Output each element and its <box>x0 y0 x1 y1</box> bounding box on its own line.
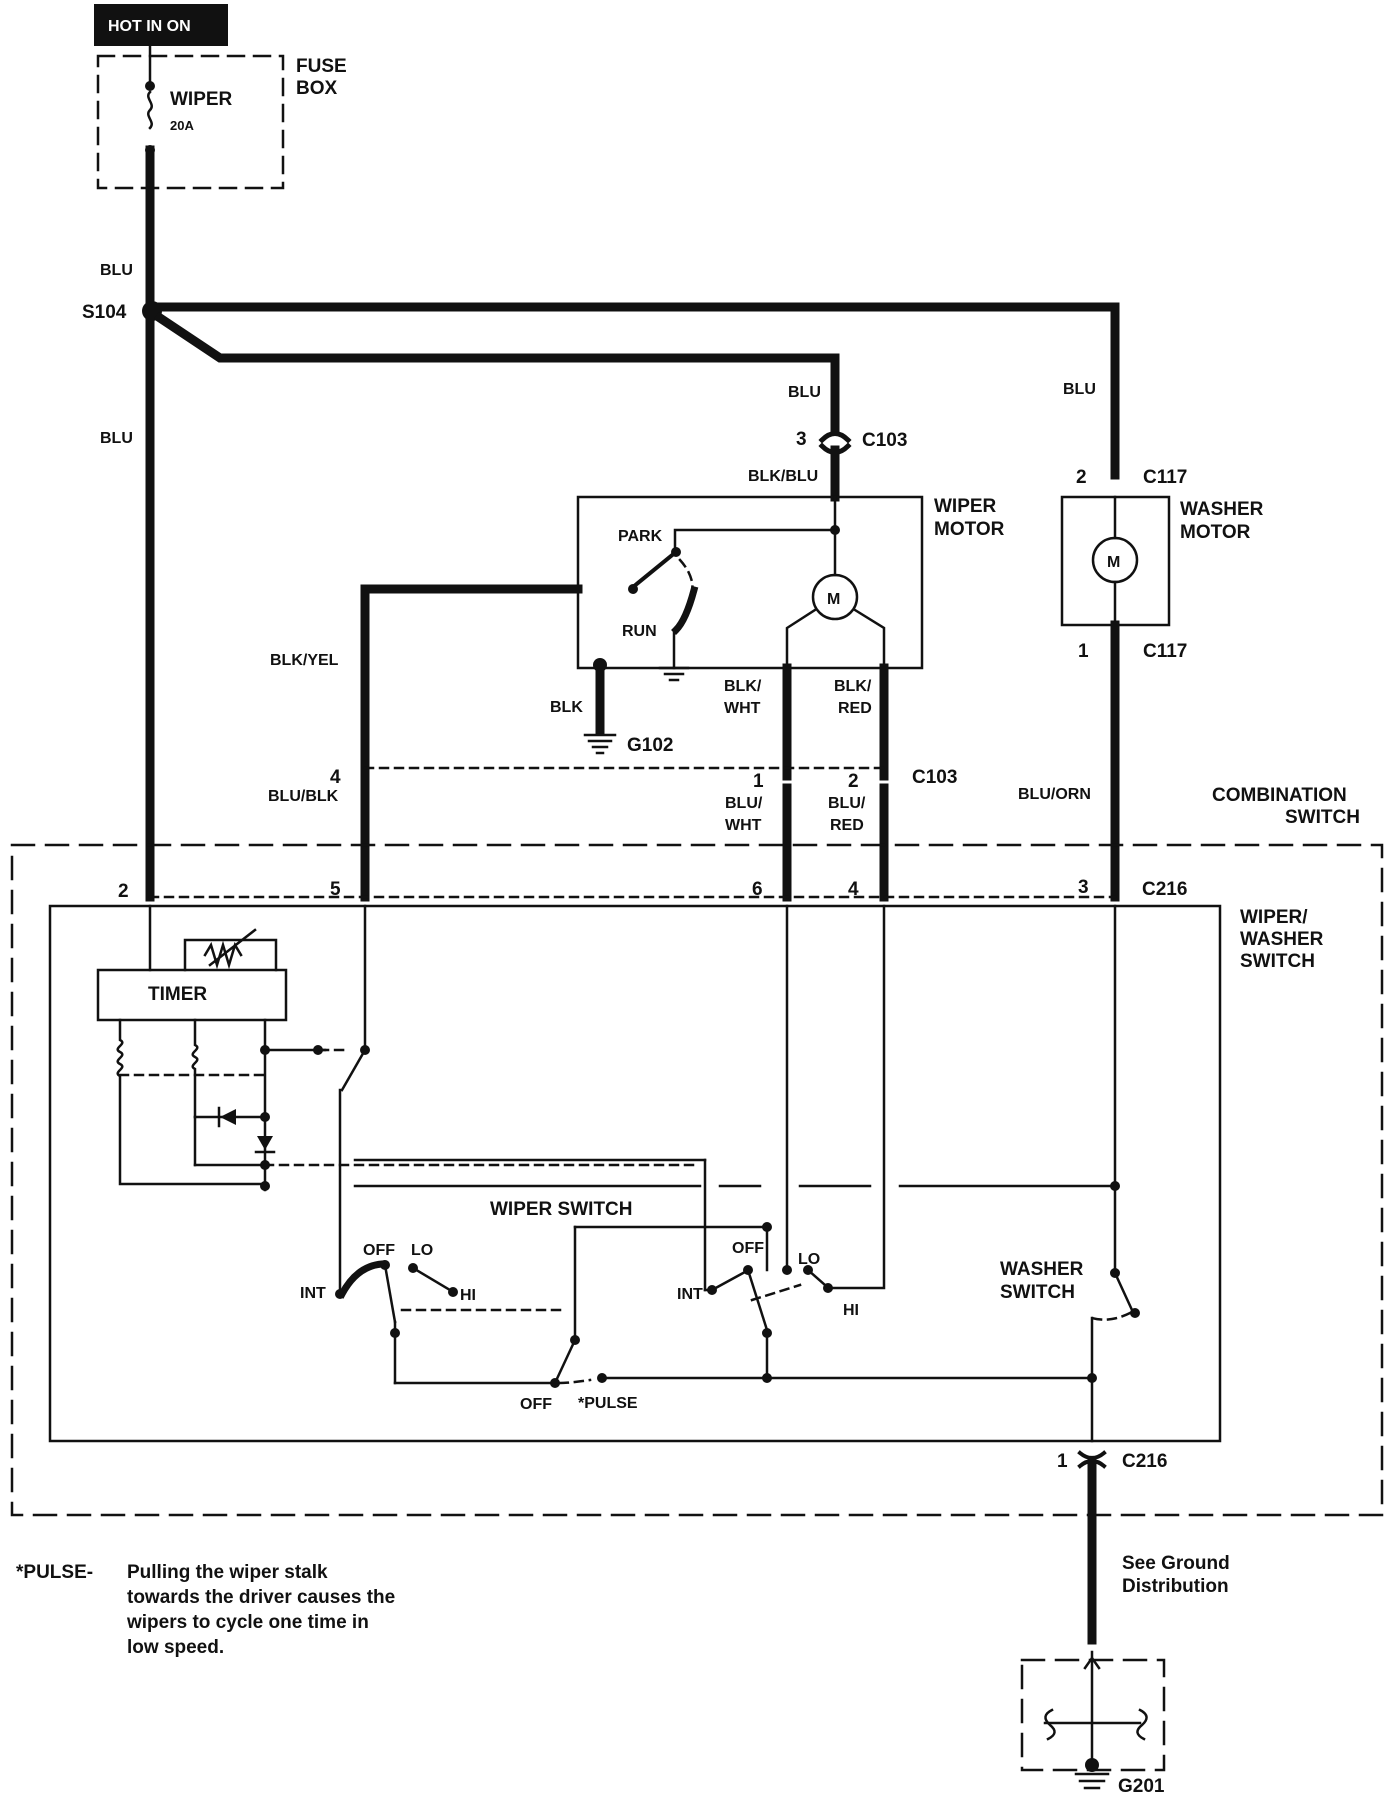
int-label-1: INT <box>300 1285 326 1302</box>
c103-label-top: C103 <box>862 430 907 451</box>
ground-g102-icon <box>583 733 617 755</box>
c117-label-top: C117 <box>1143 467 1187 488</box>
wire-label-blk: BLK <box>550 699 583 716</box>
int-label-2: INT <box>677 1286 703 1303</box>
ground-g201-icon <box>1074 1758 1110 1790</box>
lo-label-2: LO <box>798 1251 820 1268</box>
fuse-icon <box>147 90 153 130</box>
c216-pin-6: 6 <box>752 879 763 900</box>
pulse-note-key: *PULSE- <box>16 1562 93 1583</box>
wire-label-blu-3: BLU <box>1063 381 1096 398</box>
fuse-name: WIPER <box>170 89 233 110</box>
pulse-note-line-2: towards the driver causes the <box>127 1587 395 1608</box>
c103-pin-1: 1 <box>753 771 764 792</box>
wire-label-blu-1: BLU <box>100 262 133 279</box>
diode-2-icon <box>254 1136 276 1154</box>
pulse-label: *PULSE <box>578 1395 638 1412</box>
wire-label-blu-wht: BLU/WHT <box>725 795 763 834</box>
pulse-note-line-3: wipers to cycle one time in <box>126 1612 369 1633</box>
wiper-switch-label: WIPER SWITCH <box>490 1199 633 1220</box>
wire-label-blu-blk: BLU/BLK <box>268 788 339 805</box>
c103-pin-4: 4 <box>330 767 341 788</box>
off-label-3: OFF <box>520 1396 552 1413</box>
hot-in-on-header: HOT IN ON <box>94 4 228 46</box>
timer-label: TIMER <box>148 984 207 1005</box>
wiper-motor-symbol: M <box>827 591 840 608</box>
pulse-note: *PULSE- Pulling the wiper stalk towards … <box>16 1562 395 1658</box>
off-label-1: OFF <box>363 1242 395 1259</box>
hi-label-1: HI <box>460 1287 476 1304</box>
combination-switch-boundary <box>10 843 1384 1517</box>
wire-label-blu-orn: BLU/ORN <box>1018 786 1091 803</box>
c103-pin-3: 3 <box>796 429 807 450</box>
c117-pin-1: 1 <box>1078 641 1089 662</box>
c117-pin-2: 2 <box>1076 467 1087 488</box>
lo-label-1: LO <box>411 1242 433 1259</box>
pulse-note-line-1: Pulling the wiper stalk <box>127 1562 328 1583</box>
park-label: PARK <box>618 528 663 545</box>
c117-label-bottom: C117 <box>1143 641 1187 662</box>
diode-1-icon <box>193 1106 267 1128</box>
g201-label: G201 <box>1118 1776 1165 1796</box>
c103-label-bottom: C103 <box>912 767 957 788</box>
wire-label-blk-yel: BLK/YEL <box>270 652 339 669</box>
c216-label-top: C216 <box>1142 879 1187 900</box>
washer-motor-symbol: M <box>1107 554 1120 571</box>
wire-label-blk-wht: BLK/WHT <box>724 678 762 717</box>
c216-pin-3: 3 <box>1078 877 1089 898</box>
wire-label-blk-red: BLK/RED <box>834 678 872 717</box>
hi-label-2: HI <box>843 1302 859 1319</box>
wire-label-blu-4: BLU <box>788 384 821 401</box>
fuse-rating: 20A <box>170 118 194 133</box>
off-label-2: OFF <box>732 1240 764 1257</box>
wire-label-blu-2: BLU <box>100 430 133 447</box>
hot-in-on-label: HOT IN ON <box>108 18 191 35</box>
wiper-washer-switch-body <box>48 904 1222 1443</box>
c103-pin-2: 2 <box>848 771 859 792</box>
run-label: RUN <box>622 623 657 640</box>
wire-label-blk-blu: BLK/BLU <box>748 468 818 485</box>
splice-label: S104 <box>82 302 127 323</box>
c216-label-bottom: C216 <box>1122 1451 1167 1472</box>
c216-pin-1: 1 <box>1057 1451 1068 1472</box>
c216-pin-4: 4 <box>848 879 859 900</box>
wiper-motor-icon <box>811 573 859 621</box>
c216-pin-2: 2 <box>118 881 129 902</box>
c216-pin-5: 5 <box>330 879 341 900</box>
pulse-note-line-4: low speed. <box>127 1637 224 1658</box>
wire-label-blu-red: BLU/RED <box>828 795 866 834</box>
timer-box <box>96 968 288 1022</box>
g102-label: G102 <box>627 735 673 756</box>
